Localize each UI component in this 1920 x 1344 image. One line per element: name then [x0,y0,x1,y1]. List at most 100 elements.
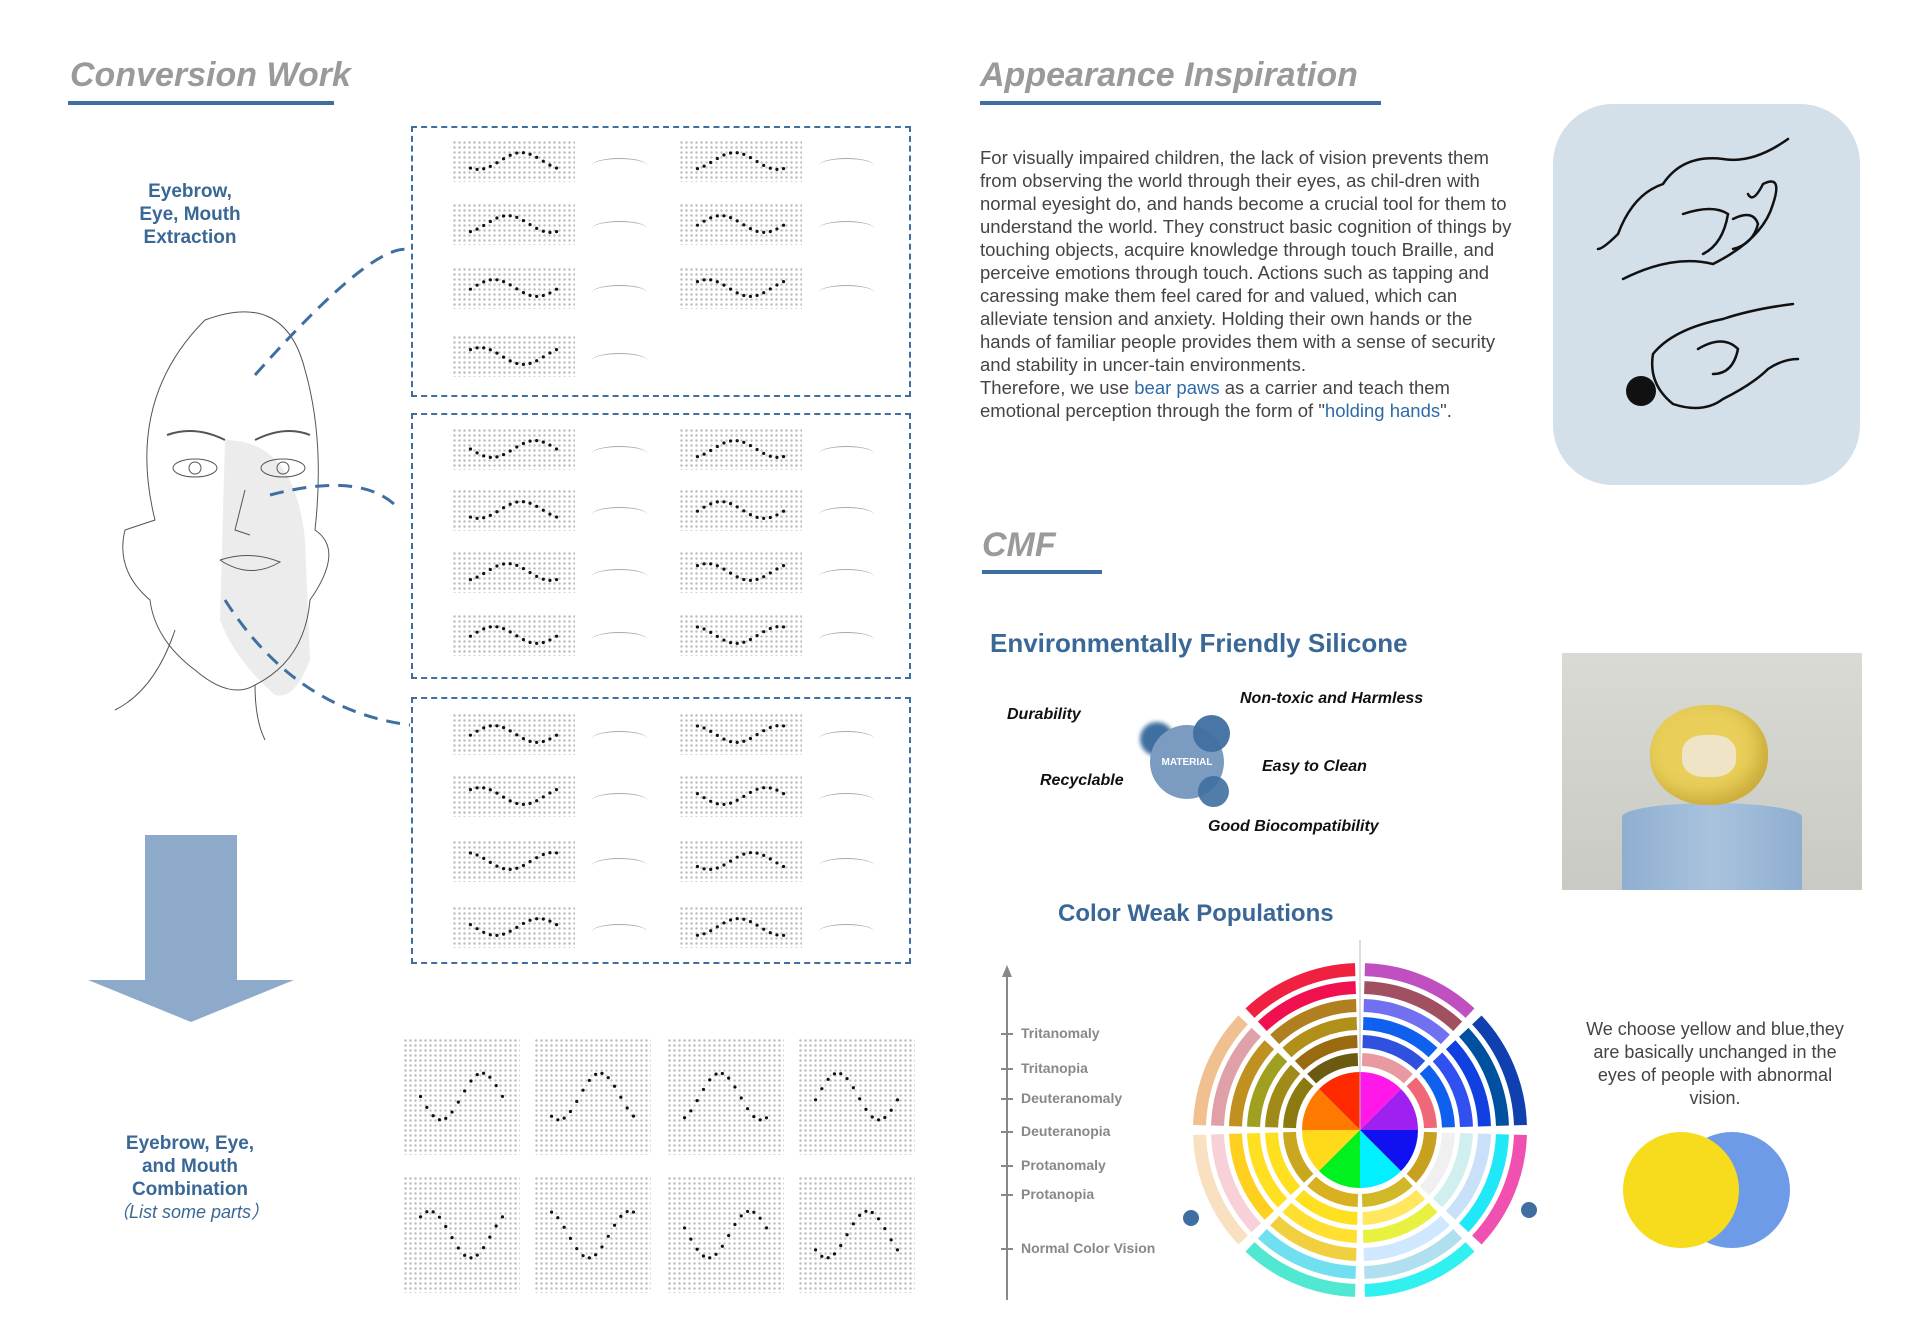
mouth-sketch [592,858,647,873]
hue-ring-segment [1247,1052,1288,1128]
hue-ring-segment [1245,963,1356,1018]
eye-sketch [819,507,874,522]
property-easy-to-clean: Easy to Clean [1262,758,1367,775]
hue-ring-segment [1193,1134,1248,1245]
eye-sketch [592,446,647,461]
hue-ring-segment [1364,981,1463,1031]
eye-sketch [592,632,647,647]
hue-ring-segment [1362,1035,1426,1071]
hue-ring-segment [1282,1017,1358,1058]
hue-ring-segment [1363,1215,1450,1261]
hue-ring-segment [1459,1134,1509,1233]
face-combination-pattern [534,1038,651,1155]
hue-sector [1318,1130,1360,1188]
hue-ring-segment [1307,1053,1359,1084]
hue-ring-segment [1270,1215,1357,1261]
bubble [1198,776,1229,807]
axis-level-label: Normal Color Vision [1021,1240,1156,1256]
hue-ring-segment [1265,1064,1301,1128]
axis-level-label: Deuteranopia [1021,1123,1111,1139]
mouth-pattern [679,840,802,882]
material-properties: MATERIAL Durability Non-toxic and Harmle… [1000,690,1460,850]
hue-ring-segment [1294,1035,1358,1071]
mouth-sketch [592,924,647,939]
eyebrow-sketch [819,158,874,173]
inspiration-paragraph: For visually impaired children, the lack… [980,146,1520,422]
eyebrow-sketch [592,221,647,236]
property-durability: Durability [1007,706,1081,723]
axis-tick [1001,1165,1013,1167]
eyebrow-pattern [452,335,575,377]
hue-ring-segment [1247,1132,1288,1208]
hue-ring-segment [1229,1040,1275,1127]
face-combination-pattern [534,1176,651,1293]
pedestal [1622,803,1802,890]
hue-ring-segment [1445,1133,1491,1220]
eyebrow-sketch [592,158,647,173]
hue-ring-segment [1432,1132,1473,1208]
cmf-title: CMF [982,526,1056,564]
extraction-label: Eyebrow, Eye, Mouth Extraction [90,180,290,249]
face-combination-pattern [403,1038,520,1155]
label-line: Extraction [143,227,237,248]
hands-illustration-panel [1553,104,1860,485]
eye-sketch [819,632,874,647]
color-choice-text: We choose yellow and blue,they are basic… [1586,1019,1844,1108]
hue-ring-segment [1257,1229,1356,1279]
paragraph-conclusion: Therefore, we use bear paws as a carrier… [980,376,1520,422]
eyebrow-box [411,126,911,397]
mouth-sketch [819,731,874,746]
down-arrow-icon [88,835,294,1022]
mouth-sketch [592,793,647,808]
title-underline [982,570,1102,574]
eye-sketch [819,569,874,584]
label-line: Eyebrow, [148,181,232,202]
bubble [1193,715,1230,752]
hue-ring-segment [1361,1176,1413,1207]
label-line: Eye, Mouth [139,204,241,225]
vision-axis [1002,965,1012,1300]
hue-sector [1302,1088,1360,1130]
hue-ring-segment [1265,1132,1301,1196]
mouth-box [411,697,911,964]
appearance-inspiration-title: Appearance Inspiration [980,56,1358,94]
eyebrow-pattern [679,203,802,245]
hue-ring-segment [1245,1242,1356,1297]
hue-ring-segment [1364,963,1475,1018]
mouth-pattern [452,775,575,817]
hue-ring-segment [1364,1229,1463,1279]
hue-sector [1360,1088,1418,1130]
hue-sector [1360,1130,1418,1172]
eye-sketch [819,446,874,461]
eyebrow-pattern [452,267,575,309]
axis-level-label: Protanopia [1021,1186,1095,1202]
hue-ring-segment [1193,1015,1248,1126]
axis-tick [1001,1194,1013,1196]
color-weak-title: Color Weak Populations [1058,900,1334,927]
hue-sector [1360,1072,1402,1130]
mouth-sketch [819,793,874,808]
axis-level-label: Protanomaly [1021,1157,1106,1173]
property-biocompatibility: Good Biocompatibility [1208,818,1379,835]
hue-ring-segment [1257,981,1356,1031]
mouth-sketch [592,731,647,746]
axis-tick [1001,1068,1013,1070]
eye-pattern [452,551,575,593]
eye-box [411,413,911,679]
axis-level-label: Tritanopia [1021,1060,1088,1076]
title-underline [980,101,1381,105]
holding-hands-icon [1596,137,1800,410]
hue-sector [1302,1130,1360,1172]
hue-ring-segment [1406,1077,1437,1129]
face-combination-pattern [798,1038,915,1155]
mouth-pattern [452,713,575,755]
color-wheel [1183,940,1537,1297]
product-photo [1562,653,1862,890]
hue-ring-segment [1459,1027,1509,1126]
hue-sector [1360,1130,1402,1188]
hue-ring-segment [1363,999,1450,1045]
axis-tick [1001,1131,1013,1133]
axis-level-label: Deuteranomaly [1021,1090,1123,1106]
hue-ring-segment [1406,1131,1437,1183]
paragraph-main: For visually impaired children, the lack… [980,147,1512,375]
